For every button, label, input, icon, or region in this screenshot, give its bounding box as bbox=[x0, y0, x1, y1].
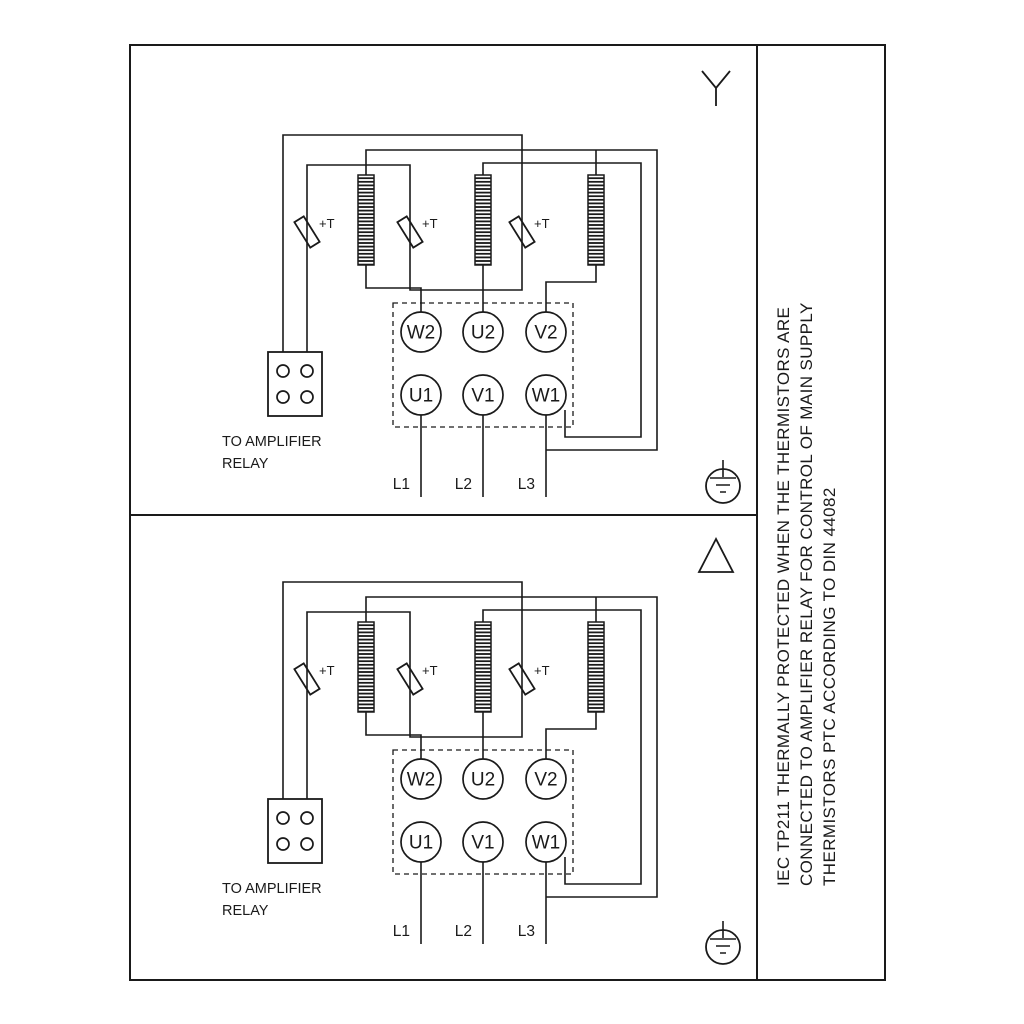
svg-text:W1: W1 bbox=[532, 833, 561, 854]
terminal-block: W2 U2 V2 U1 V1 W1 bbox=[392, 302, 574, 428]
relay-terminal bbox=[300, 811, 314, 825]
supply-label-l3: L3 bbox=[518, 476, 535, 493]
relay-terminal bbox=[300, 390, 314, 404]
thermistor-label: +T bbox=[422, 216, 438, 231]
svg-text:W2: W2 bbox=[407, 323, 436, 344]
terminal-w1: W1 bbox=[525, 821, 567, 863]
supply-label-l1: L1 bbox=[393, 476, 410, 493]
thermistor-label: +T bbox=[534, 663, 550, 678]
terminal-v2: V2 bbox=[525, 311, 567, 353]
terminal-u2: U2 bbox=[462, 311, 504, 353]
wiring bbox=[282, 134, 658, 497]
relay-terminal bbox=[300, 837, 314, 851]
svg-text:W2: W2 bbox=[407, 770, 436, 791]
svg-text:U1: U1 bbox=[409, 833, 433, 854]
relay-terminal bbox=[276, 390, 290, 404]
terminal-block-outline bbox=[392, 749, 574, 875]
supply-label-l1: L1 bbox=[393, 923, 410, 940]
winding-coil-icon bbox=[587, 621, 605, 713]
terminal-v1: V1 bbox=[462, 374, 504, 416]
svg-text:W1: W1 bbox=[532, 386, 561, 407]
terminal-w1: W1 bbox=[525, 374, 567, 416]
thermistor-label: +T bbox=[319, 663, 335, 678]
terminal-v2: V2 bbox=[525, 758, 567, 800]
terminal-block: W2 U2 V2 U1 V1 W1 bbox=[392, 749, 574, 875]
thermistor-icon bbox=[396, 215, 424, 249]
relay-terminal bbox=[276, 811, 290, 825]
terminal-u2: U2 bbox=[462, 758, 504, 800]
winding-coil-icon bbox=[474, 174, 492, 266]
svg-text:V2: V2 bbox=[534, 323, 557, 344]
relay-terminal bbox=[276, 837, 290, 851]
thermistor-label: +T bbox=[534, 216, 550, 231]
winding-coil-icon bbox=[474, 621, 492, 713]
earth-ground-icon bbox=[705, 460, 741, 504]
thermistor-icon bbox=[508, 662, 536, 696]
terminal-w2: W2 bbox=[400, 311, 442, 353]
supply-label-l3: L3 bbox=[518, 923, 535, 940]
thermistor-icon bbox=[508, 215, 536, 249]
thermistor-label: +T bbox=[422, 663, 438, 678]
thermistor-icon bbox=[396, 662, 424, 696]
earth-ground-icon bbox=[705, 921, 741, 965]
relay-caption-line1: TO AMPLIFIER bbox=[222, 881, 322, 897]
star-connection-icon bbox=[701, 70, 731, 106]
relay-caption-line1: TO AMPLIFIER bbox=[222, 434, 322, 450]
wiring bbox=[282, 581, 658, 944]
terminal-u1: U1 bbox=[400, 374, 442, 416]
amplifier-relay: TO AMPLIFIER RELAY bbox=[222, 351, 323, 472]
thermistors: +T +T +T bbox=[293, 215, 550, 249]
winding-coil-icon bbox=[357, 621, 375, 713]
relay-terminal bbox=[276, 364, 290, 378]
thermistor-icon bbox=[293, 215, 321, 249]
thermistors: +T +T +T bbox=[293, 662, 550, 696]
thermistor-icon bbox=[293, 662, 321, 696]
terminal-v1: V1 bbox=[462, 821, 504, 863]
motor-windings bbox=[357, 174, 605, 266]
terminal-u1: U1 bbox=[400, 821, 442, 863]
terminal-block-outline bbox=[392, 302, 574, 428]
svg-text:V1: V1 bbox=[471, 833, 494, 854]
relay-terminal bbox=[300, 364, 314, 378]
thermistor-label: +T bbox=[319, 216, 335, 231]
winding-coil-icon bbox=[357, 174, 375, 266]
panel-star: +T +T +T TO AMPLIFIER RELAY W2 U2 V2 U1 bbox=[222, 70, 741, 504]
supply-label-l2: L2 bbox=[455, 923, 472, 940]
delta-connection-icon bbox=[697, 537, 735, 573]
sidebar-note-line2: CONNECTED TO AMPLIFIER RELAY FOR CONTROL… bbox=[797, 302, 816, 886]
svg-text:U1: U1 bbox=[409, 386, 433, 407]
motor-windings bbox=[357, 621, 605, 713]
sidebar-note-line1: IEC TP211 THERMALLY PROTECTED WHEN THE T… bbox=[774, 307, 793, 886]
winding-coil-icon bbox=[587, 174, 605, 266]
relay-box bbox=[267, 798, 323, 864]
amplifier-relay: TO AMPLIFIER RELAY bbox=[222, 798, 323, 919]
sidebar-note-line3: THERMISTORS PTC ACCORDING TO DIN 44082 bbox=[820, 487, 839, 886]
panel-delta: +T +T +T TO AMPLIFIER RELAY W2 U2 V2 U1 bbox=[222, 537, 741, 965]
relay-caption-line2: RELAY bbox=[222, 456, 269, 472]
svg-text:U2: U2 bbox=[471, 323, 495, 344]
svg-text:V1: V1 bbox=[471, 386, 494, 407]
relay-caption-line2: RELAY bbox=[222, 903, 269, 919]
diagram-border bbox=[129, 44, 886, 981]
relay-box bbox=[267, 351, 323, 417]
sidebar-note: IEC TP211 THERMALLY PROTECTED WHEN THE T… bbox=[774, 302, 839, 886]
svg-text:V2: V2 bbox=[534, 770, 557, 791]
svg-text:U2: U2 bbox=[471, 770, 495, 791]
terminal-w2: W2 bbox=[400, 758, 442, 800]
supply-label-l2: L2 bbox=[455, 476, 472, 493]
